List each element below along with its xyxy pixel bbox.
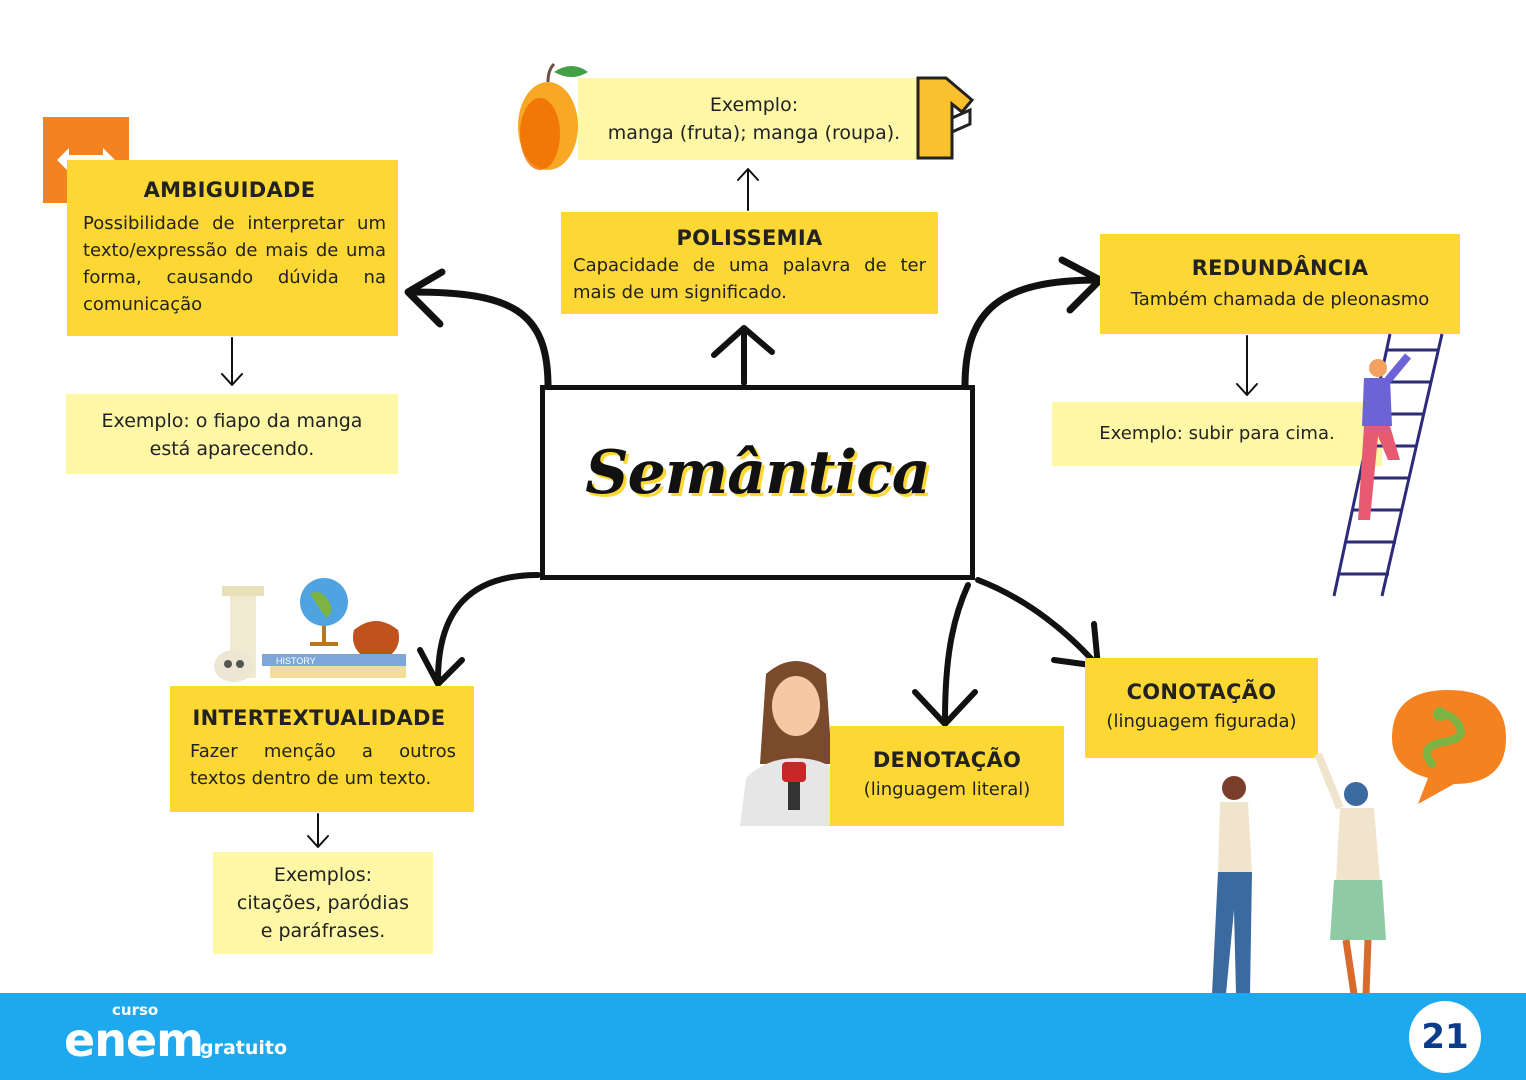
shirt-icon bbox=[916, 76, 975, 160]
polissemia-description: Capacidade de uma palavra de ter mais de… bbox=[573, 255, 926, 303]
reporter-illustration bbox=[740, 661, 852, 826]
arrow-to-redundancia bbox=[961, 276, 1102, 390]
arrow-to-conotacao bbox=[975, 577, 1099, 667]
intertextualidade-example-line2: citações, paródias bbox=[236, 892, 410, 914]
arrow-to-denotacao bbox=[942, 582, 971, 723]
history-book-label: HISTORY bbox=[276, 656, 316, 666]
page-number: 21 bbox=[1409, 1001, 1481, 1073]
arrow-redundancia-example bbox=[1236, 335, 1258, 396]
polissemia-card: POLISSEMIA Capacidade de uma palavra de … bbox=[561, 212, 938, 314]
redundancia-title: REDUNDÂNCIA bbox=[1191, 256, 1369, 280]
ambiguidade-example-line2: está aparecendo. bbox=[149, 438, 315, 460]
arrow-ambiguidade-example bbox=[221, 337, 243, 386]
denotacao-title: DENOTAÇÃO bbox=[872, 748, 1022, 772]
polissemia-example-line2: manga (fruta); manga (roupa). bbox=[607, 122, 901, 144]
logo-curso: curso bbox=[112, 1001, 159, 1019]
conotacao-title: CONOTAÇÃO bbox=[1126, 680, 1277, 704]
redundancia-description: Também chamada de pleonasmo bbox=[1130, 289, 1430, 310]
logo-gratuito: gratuito bbox=[200, 1037, 288, 1059]
ladder-person-illustration bbox=[1332, 333, 1444, 597]
speech-bubble-snake-icon bbox=[1392, 690, 1506, 804]
ambiguidade-title: AMBIGUIDADE bbox=[143, 178, 316, 202]
arrow-to-ambiguidade bbox=[408, 288, 552, 390]
denotacao-description: (linguagem literal) bbox=[863, 779, 1031, 800]
redundancia-example-text: Exemplo: subir para cima. bbox=[1099, 423, 1335, 444]
ambiguidade-card: AMBIGUIDADE Possibilidade de interpretar… bbox=[67, 160, 398, 336]
arrow-intertextualidade-example bbox=[307, 813, 329, 848]
conotacao-description: (linguagem figurada) bbox=[1106, 711, 1297, 732]
intertextualidade-description: Fazer menção a outros textos dentro de u… bbox=[190, 741, 456, 789]
ambiguidade-example: Exemplo: o fiapo da manga está aparecend… bbox=[66, 394, 398, 474]
history-objects-illustration: HISTORY bbox=[214, 578, 406, 682]
mango-icon bbox=[518, 62, 588, 170]
intertextualidade-title: INTERTEXTUALIDADE bbox=[192, 706, 446, 730]
ambiguidade-example-line1: Exemplo: o fiapo da manga bbox=[101, 410, 363, 432]
polissemia-example: Exemplo: manga (fruta); manga (roupa). bbox=[578, 78, 920, 160]
footer-bar: curso enem gratuito 21 bbox=[0, 993, 1526, 1080]
polissemia-title: POLISSEMIA bbox=[676, 226, 823, 250]
central-box: Semântica bbox=[540, 385, 975, 580]
polissemia-example-line1: Exemplo: bbox=[709, 94, 799, 116]
intertextualidade-example-line1: Exemplos: bbox=[273, 864, 373, 886]
intertextualidade-example-line3: e paráfrases. bbox=[260, 920, 386, 942]
redundancia-card: REDUNDÂNCIA Também chamada de pleonasmo bbox=[1100, 234, 1460, 334]
arrow-polissemia-example bbox=[737, 168, 759, 211]
intertextualidade-example: Exemplos: citações, paródias e paráfrase… bbox=[213, 852, 433, 954]
conotacao-card: CONOTAÇÃO (linguagem figurada) bbox=[1085, 658, 1318, 758]
denotacao-card: DENOTAÇÃO (linguagem literal) bbox=[830, 726, 1064, 826]
people-talking-illustration bbox=[1212, 752, 1386, 994]
central-title: Semântica bbox=[585, 438, 930, 508]
intertextualidade-card: INTERTEXTUALIDADE Fazer menção a outros … bbox=[170, 686, 474, 812]
logo-enem: enem bbox=[64, 1013, 204, 1067]
redundancia-example: Exemplo: subir para cima. bbox=[1052, 402, 1382, 466]
ambiguidade-description: Possibilidade de interpretar um texto/ex… bbox=[83, 213, 386, 315]
arrow-to-intertextualidade bbox=[435, 572, 541, 683]
